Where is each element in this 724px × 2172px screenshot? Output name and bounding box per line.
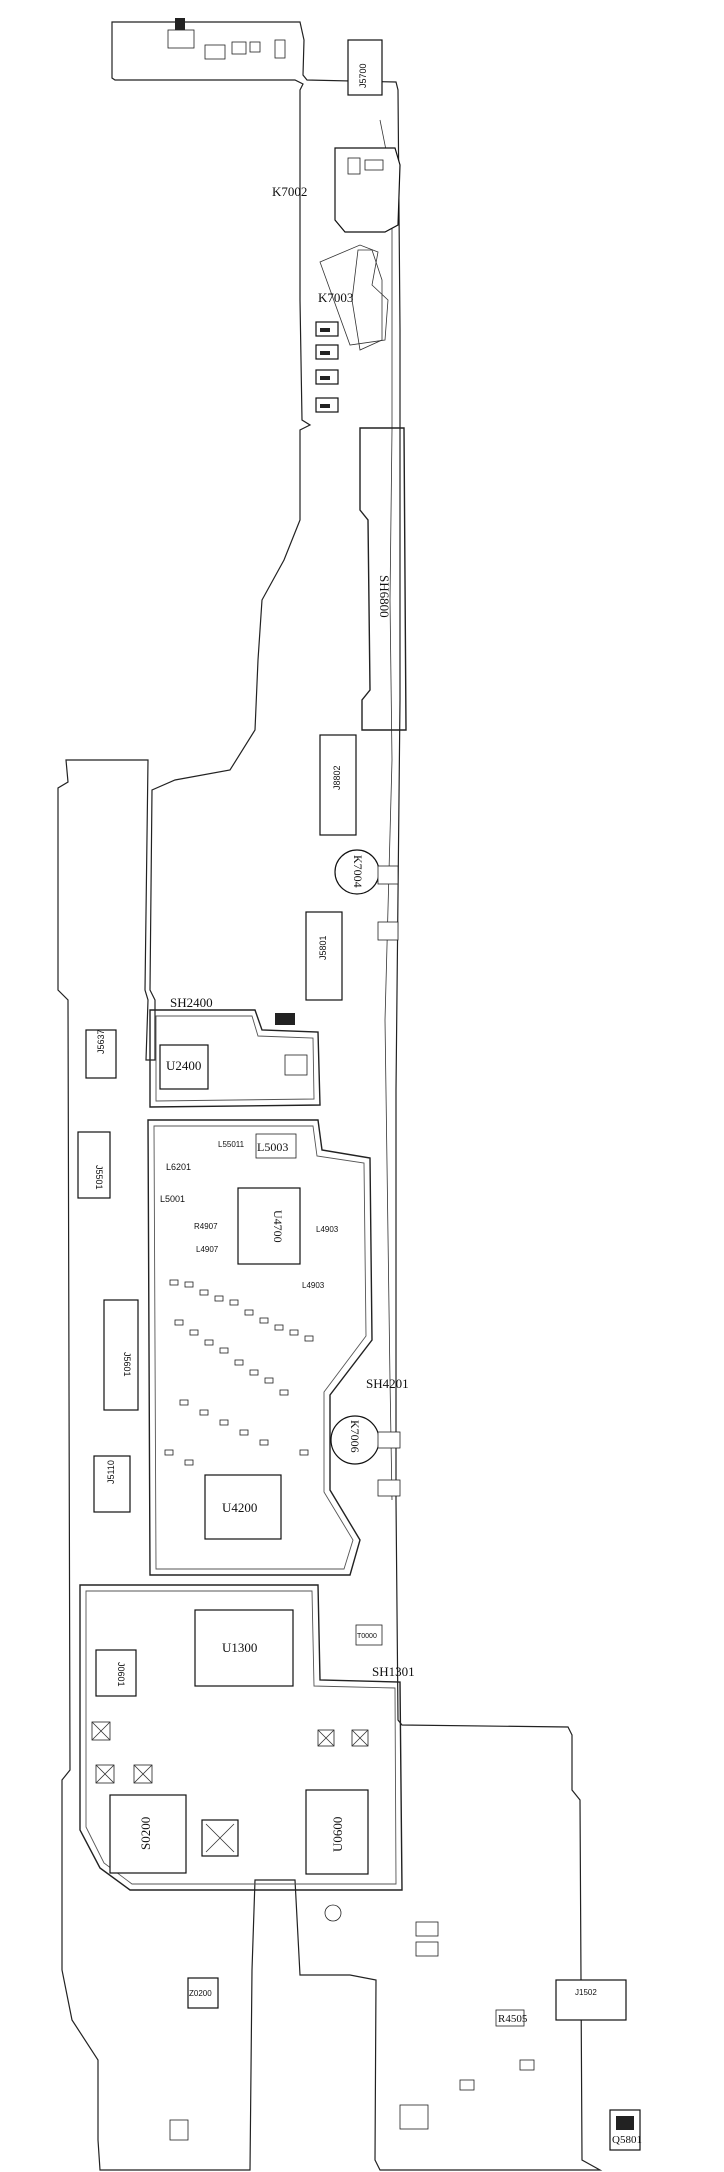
j5637-connector xyxy=(85,1029,117,1079)
j5501-connector xyxy=(77,1131,111,1199)
top-smd-2 xyxy=(231,41,247,55)
k7006-side-pad-1 xyxy=(377,1431,401,1449)
u1300-label: U1300 xyxy=(222,1640,257,1655)
l55011-label: L55011 xyxy=(218,1140,245,1149)
k7004-label: K7004 xyxy=(351,855,365,888)
bottom-connector-mid xyxy=(399,2104,429,2130)
bottom-round-part xyxy=(324,1904,342,1922)
j8802-label: J8802 xyxy=(332,765,342,790)
r4505-part xyxy=(495,2009,525,2027)
sh2400-part-1 xyxy=(284,1054,308,1076)
j0601-label: J0601 xyxy=(116,1662,126,1687)
q5801-dark xyxy=(616,2116,634,2130)
j5700-label: J5700 xyxy=(358,63,368,88)
t0000-label: T0000 xyxy=(357,1633,377,1640)
top-connector-dark xyxy=(175,18,185,30)
sh4201-smd-field xyxy=(164,1279,314,1466)
sh1301-label: SH1301 xyxy=(372,1664,415,1679)
u0600-chip xyxy=(305,1789,369,1875)
u4700-label: U4700 xyxy=(271,1210,285,1243)
sh1301-shield xyxy=(79,1584,403,1891)
s0200-chip xyxy=(109,1794,187,1874)
center-crossed-part-x xyxy=(205,1823,235,1853)
j8802-connector xyxy=(319,734,357,836)
j5637-label: J5637 xyxy=(96,1029,106,1054)
z0200-part xyxy=(187,1977,219,2009)
l5003-part xyxy=(255,1133,297,1159)
r4907-label: R4907 xyxy=(194,1222,218,1231)
side-connector-pads xyxy=(315,321,339,413)
j5801-label: J5801 xyxy=(318,935,328,960)
l5001-label: L5001 xyxy=(160,1194,185,1204)
s0200-label: S0200 xyxy=(138,1817,153,1850)
j5700-connector xyxy=(347,39,383,96)
sh2400-label: SH2400 xyxy=(170,995,213,1010)
k7003-label: K7003 xyxy=(318,290,353,305)
top-smd-1 xyxy=(204,44,226,60)
j5801-side-pad xyxy=(377,921,399,941)
top-smd-4 xyxy=(274,39,286,59)
j5601-connector xyxy=(103,1299,139,1411)
bottom-part-1 xyxy=(415,1921,439,1937)
k7003-outline xyxy=(319,244,389,346)
sh2400-inner xyxy=(155,1015,315,1102)
k7006-side-pad-2 xyxy=(377,1479,401,1497)
z0200-label: Z0200 xyxy=(189,1989,212,1998)
sh4201-label: SH4201 xyxy=(366,1376,409,1391)
k7002-inner-b xyxy=(364,159,384,171)
sh6800-shield xyxy=(359,427,407,731)
sh1301-inner xyxy=(85,1590,397,1885)
u4200-chip xyxy=(204,1474,282,1540)
j1502-label: J1502 xyxy=(575,1988,597,1997)
bottom-small-2 xyxy=(519,2059,535,2071)
k7006-label: K7006 xyxy=(348,1420,362,1453)
j5110-label: J5110 xyxy=(106,1460,116,1484)
k7004-side-pad xyxy=(377,865,399,885)
sh2400-dark-part xyxy=(275,1013,295,1025)
l4903a-label: L4903 xyxy=(316,1225,339,1234)
j5501-label: J5501 xyxy=(94,1165,104,1190)
t0000-part xyxy=(355,1624,383,1646)
r4505-label: R4505 xyxy=(498,2013,528,2025)
u0600-label: U0600 xyxy=(330,1817,345,1852)
u4200-label: U4200 xyxy=(222,1500,257,1515)
l4907-label: L4907 xyxy=(196,1245,219,1254)
q5801-label: Q5801 xyxy=(612,2134,642,2146)
j1502-connector xyxy=(555,1979,627,2021)
top-smd-3 xyxy=(249,41,261,53)
bottom-small-1 xyxy=(459,2079,475,2091)
u4700-chip xyxy=(237,1187,301,1265)
j5601-label: J5601 xyxy=(122,1352,132,1377)
sh4201-shield xyxy=(147,1119,373,1576)
u2400-label: U2400 xyxy=(166,1058,201,1073)
bottom-part-2 xyxy=(415,1941,439,1957)
j5801-connector xyxy=(305,911,343,1001)
k7002-inner-a xyxy=(347,157,361,175)
u2400-chip xyxy=(159,1044,209,1090)
sh2400-shield xyxy=(149,1009,321,1108)
sh4201-inner xyxy=(153,1125,367,1570)
l6201-label: L6201 xyxy=(166,1162,191,1172)
sh6800-label: SH6800 xyxy=(377,575,392,618)
l4903b-label: L4903 xyxy=(302,1281,325,1290)
j5110-connector xyxy=(93,1455,131,1513)
board-inner-contour-2 xyxy=(351,249,383,351)
u1300-chip xyxy=(194,1609,294,1687)
bottom-connector-left xyxy=(169,2119,189,2141)
board-outline xyxy=(57,21,603,2171)
l5003-label: L5003 xyxy=(257,1140,288,1154)
crossed-markers xyxy=(91,1721,369,1784)
k7002-label: K7002 xyxy=(272,184,307,199)
j0601-connector xyxy=(95,1649,137,1697)
top-connector-cluster xyxy=(167,29,195,49)
